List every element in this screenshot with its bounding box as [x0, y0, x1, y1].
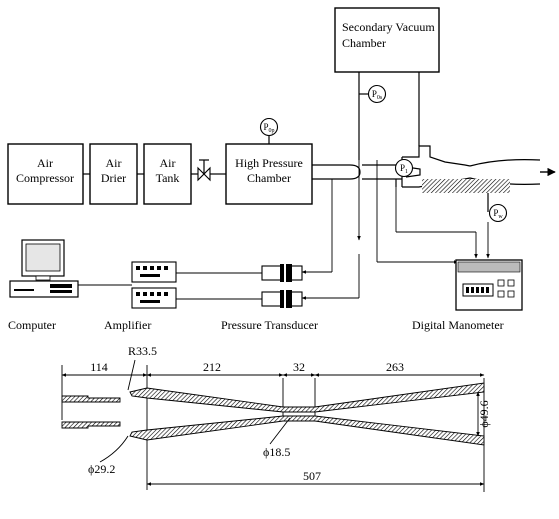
gauge-pw: Pw: [487, 193, 508, 223]
gauge-p1-sub: 1: [405, 169, 408, 175]
dim-phi18-5: ϕ18.5: [263, 445, 290, 459]
air-drier-label-2: Drier: [101, 171, 126, 185]
dim-507: 507: [303, 469, 321, 483]
high-pressure-chamber-label-2: Chamber: [247, 171, 291, 185]
gauge-p1: P1: [394, 158, 414, 187]
digital-manometer-label: Digital Manometer: [412, 318, 504, 332]
gauge-p0p-sub: 0p: [269, 128, 275, 134]
gauge-pw-main: P: [493, 208, 498, 218]
air-drier-box: Air Drier: [89, 143, 138, 205]
gauge-p1-main: P: [400, 163, 405, 173]
signal-lines: [301, 160, 490, 300]
secondary-vacuum-chamber-box: Secondary Vacuum Chamber: [334, 7, 440, 73]
air-drier-label-1: Air: [106, 156, 122, 170]
dim-212: 212: [203, 360, 221, 374]
secondary-vacuum-chamber-label-2: Chamber: [342, 36, 386, 50]
amplifier-device: [78, 261, 262, 309]
air-compressor-box: Air Compressor: [7, 143, 84, 205]
gauge-p0s-sub: 0s: [377, 95, 383, 101]
svg-text:Pw: Pw: [493, 208, 503, 220]
dim-114: 114: [90, 360, 108, 374]
svg-text:P0p: P0p: [263, 122, 274, 134]
air-tank-box: Air Tank: [143, 143, 192, 205]
air-compressor-label-1: Air: [37, 156, 53, 170]
digital-manometer-device: [455, 259, 523, 311]
high-pressure-chamber-label-1: High Pressure: [235, 156, 303, 170]
gauge-p0p-main: P: [263, 122, 268, 132]
dim-32: 32: [293, 360, 305, 374]
gauge-pw-sub: w: [498, 214, 503, 220]
dim-r33-5: R33.5: [128, 344, 157, 358]
pressure-transducer-device: [261, 264, 303, 308]
high-pressure-chamber-box: High Pressure Chamber: [225, 143, 313, 205]
svg-text:P0s: P0s: [372, 89, 383, 101]
gauge-p0p: P0p: [259, 117, 279, 144]
computer-device: [9, 239, 79, 298]
secondary-vacuum-chamber-label-1: Secondary Vacuum: [342, 20, 435, 34]
dim-263: 263: [386, 360, 404, 374]
dim-phi29-2: ϕ29.2: [88, 462, 115, 476]
air-tank-label-2: Tank: [156, 171, 180, 185]
gauge-p0s: P0s: [367, 84, 387, 104]
air-compressor-label-2: Compressor: [16, 171, 74, 185]
gauge-p0s-main: P: [372, 89, 377, 99]
dim-phi49-6: ϕ49.6: [477, 400, 491, 427]
nozzle-cross-section: [61, 359, 485, 492]
amplifier-label: Amplifier: [104, 318, 151, 332]
svg-text:P1: P1: [400, 163, 408, 175]
computer-label: Computer: [8, 318, 56, 332]
air-tank-label-1: Air: [160, 156, 176, 170]
pressure-transducer-label: Pressure Transducer: [221, 318, 318, 332]
ejector-assembly: [312, 145, 556, 193]
valve-icon: [191, 159, 226, 182]
